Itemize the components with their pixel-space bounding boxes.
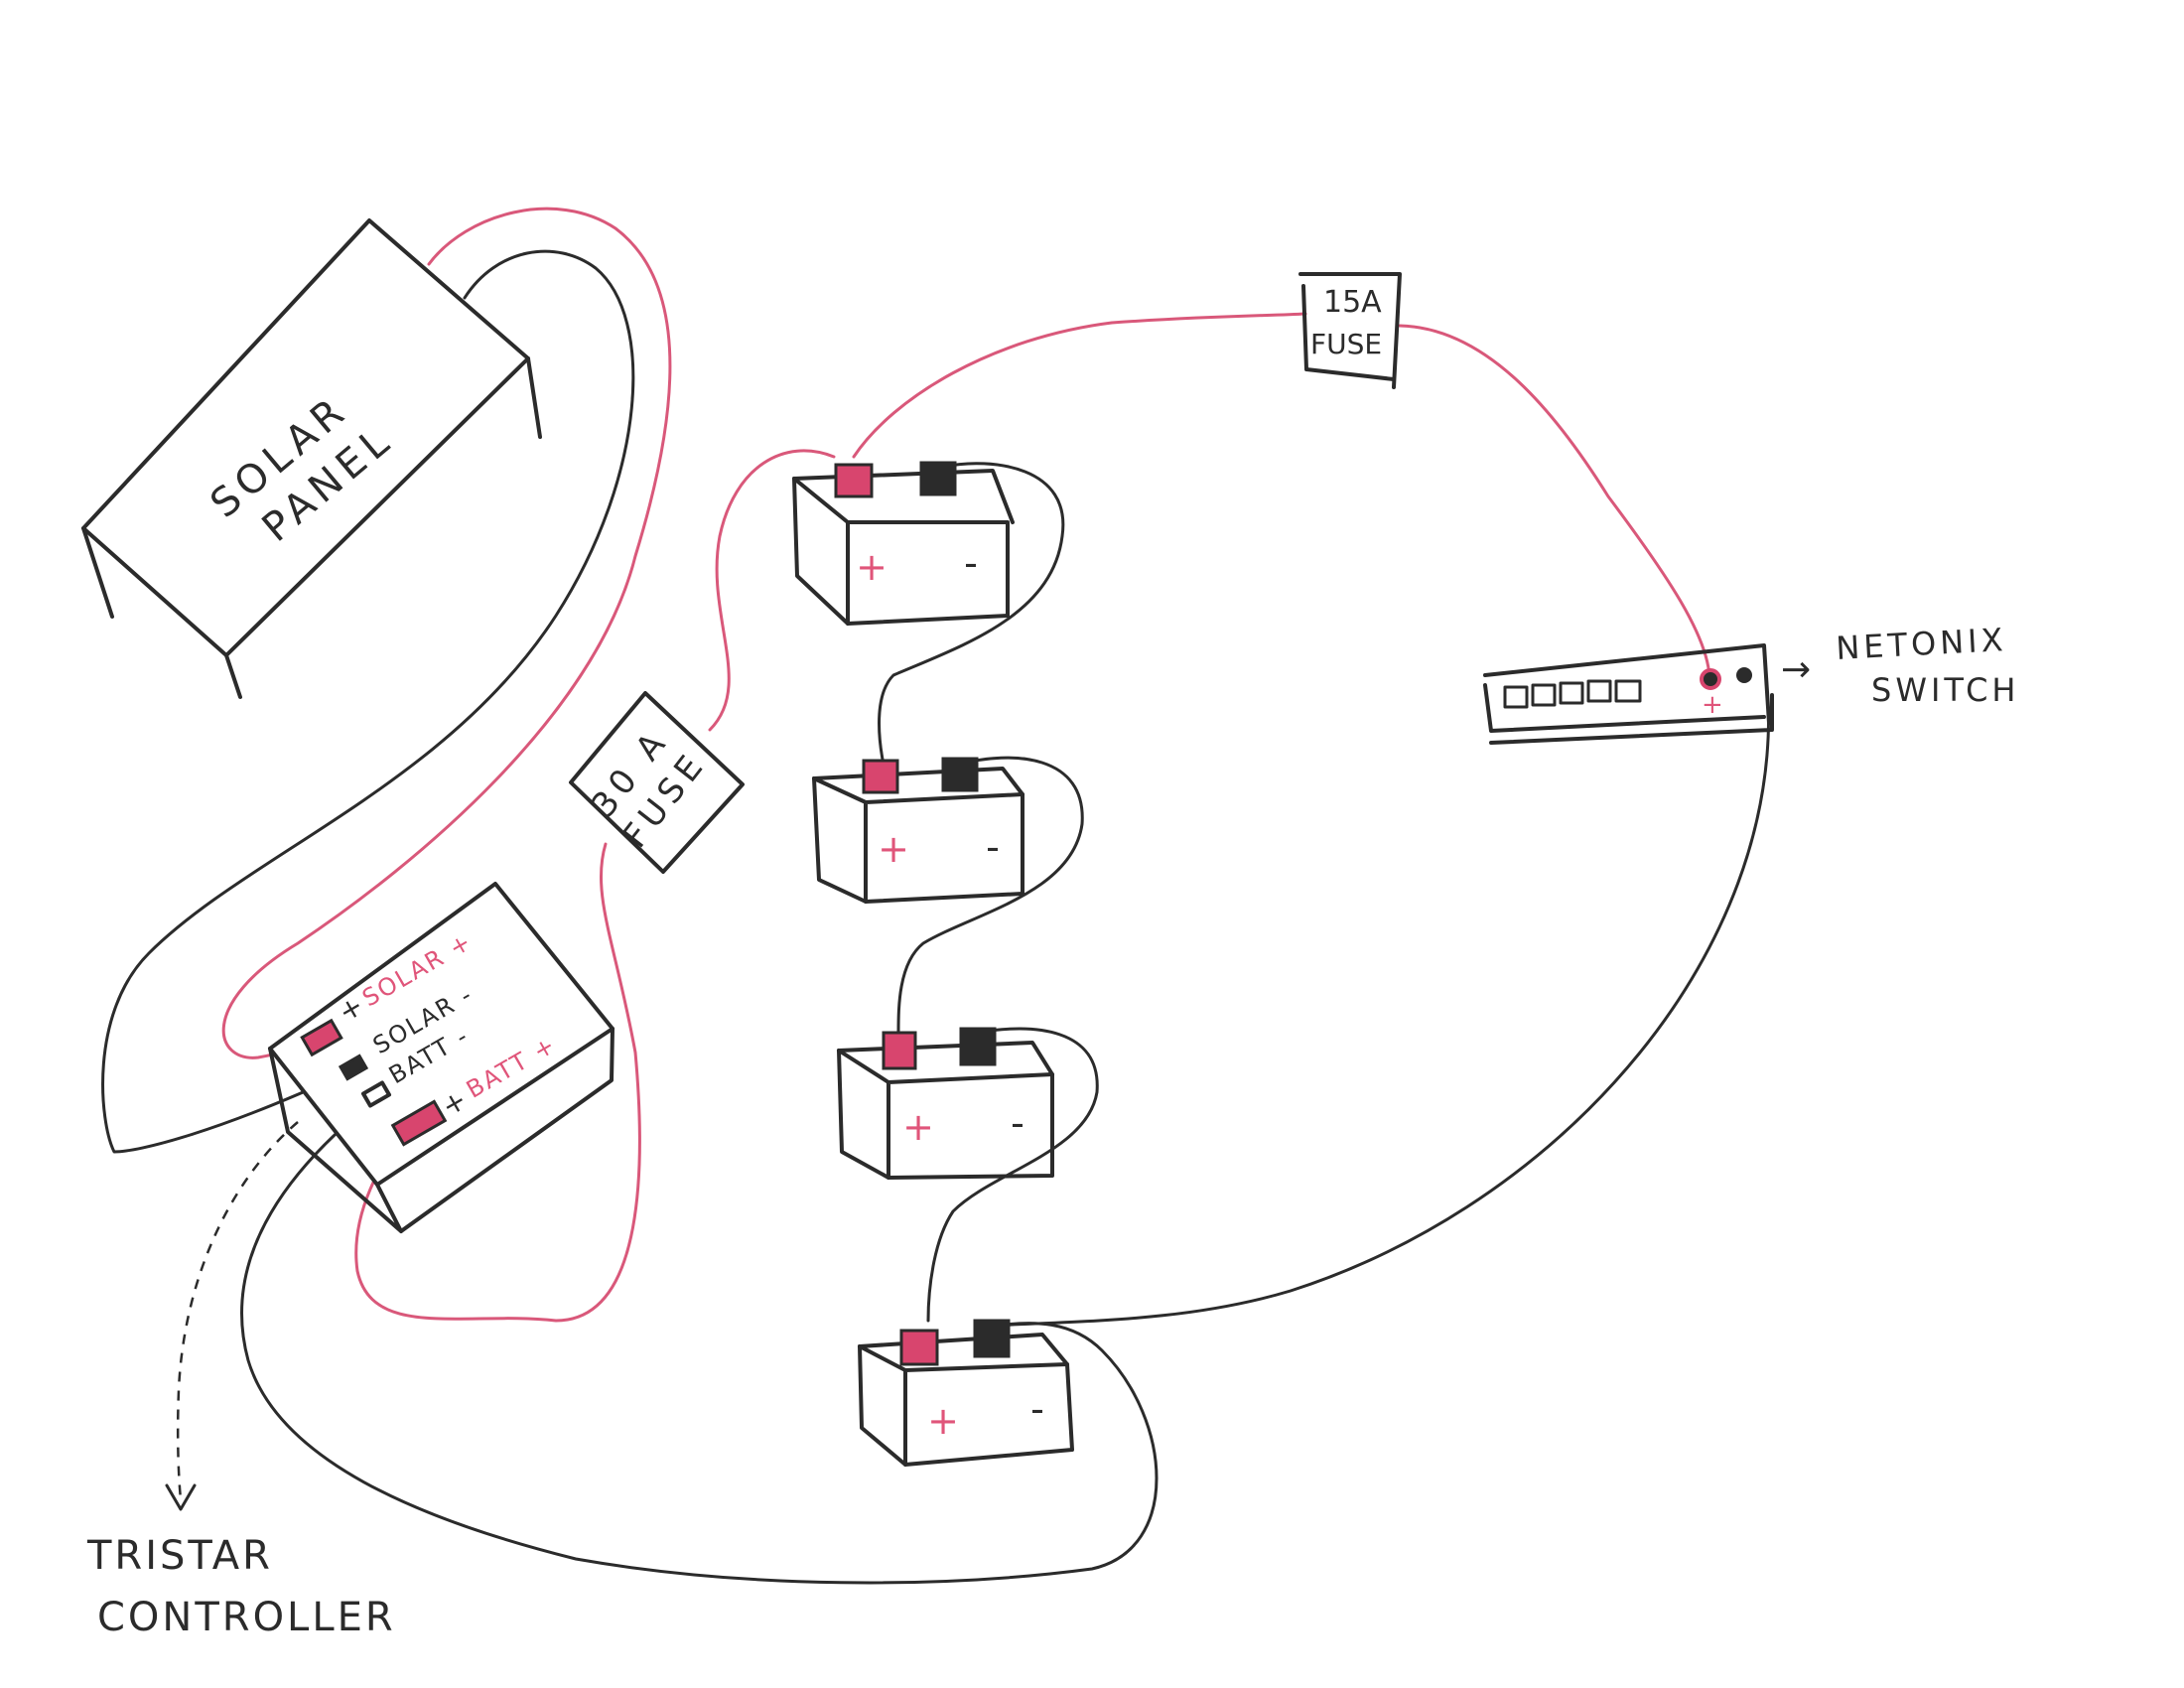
battery: + -	[792, 461, 1015, 626]
battery-plus-sign: +	[878, 827, 909, 871]
battery-minus-sign: -	[986, 825, 1000, 869]
battery-terminal-positive	[834, 463, 874, 498]
solar-panel: SOLAR PANEL	[81, 218, 542, 699]
controller-pointer-arrowhead-icon	[165, 1483, 197, 1511]
solar-panel-leg	[81, 526, 114, 619]
battery-body	[812, 767, 1024, 796]
netonix-switch: + → NETONIX SWITCH	[1483, 621, 2019, 745]
battery-terminal-negative	[919, 461, 957, 496]
battery-body	[812, 776, 1024, 904]
ethernet-port-icon	[1559, 681, 1584, 705]
fuse-15a-body	[1298, 272, 1402, 389]
wire-battery1-to-fuse15	[852, 312, 1307, 459]
battery-body	[837, 1049, 1054, 1180]
controller-front	[399, 1027, 614, 1233]
wire-fuse15-to-switch	[1398, 324, 1711, 679]
battery-minus-sign: -	[1011, 1101, 1024, 1145]
controller-pointer-dashed	[176, 1121, 299, 1500]
battery-minus-sign: -	[1030, 1387, 1044, 1431]
switch-label-line1: NETONIX	[1835, 621, 2007, 667]
wire-fuse30-to-battery1	[708, 449, 836, 732]
battery-body	[792, 477, 1010, 626]
ethernet-port-icon	[1586, 679, 1612, 703]
battery-minus-sign: -	[964, 541, 978, 585]
switch-label-line2: SWITCH	[1871, 671, 2019, 709]
wire-solar-positive	[221, 207, 672, 1059]
battery-body	[792, 469, 1015, 524]
controller-terminal-solar-positive	[300, 1018, 343, 1057]
switch-terminal-positive	[1700, 668, 1721, 690]
switch-terminal-negative	[1736, 667, 1752, 683]
battery-terminal-positive	[899, 1329, 939, 1366]
ethernet-port-icon	[1614, 679, 1642, 703]
wire-solar-negative	[101, 249, 635, 1154]
wire-series-2-3	[896, 756, 1084, 1035]
switch-body	[1483, 683, 1766, 733]
fuse-15a: 15A FUSE	[1298, 272, 1402, 389]
controller-terminal-batt-positive	[390, 1099, 448, 1147]
wire-series-1-2	[878, 462, 1065, 767]
battery-terminal-positive	[882, 1031, 917, 1070]
switch-ports	[1503, 679, 1642, 709]
battery-terminal-negative	[973, 1319, 1011, 1358]
fuse-15a-label-line1: 15A	[1323, 285, 1382, 320]
battery: + -	[858, 1319, 1074, 1467]
battery-terminal-negative	[941, 757, 979, 792]
battery-body	[792, 477, 850, 626]
controller-terminal-batt-negative	[360, 1080, 392, 1108]
battery-body	[837, 1049, 890, 1180]
wire-batt-positive	[354, 842, 641, 1323]
controller-side	[268, 1047, 403, 1233]
battery-plus-sign: +	[856, 545, 887, 589]
wire-batt-negative	[240, 1100, 1159, 1585]
switch-body	[1489, 693, 1774, 745]
battery-terminal-negative	[959, 1027, 997, 1066]
ethernet-port-icon	[1531, 683, 1557, 707]
battery-plus-sign: +	[927, 1399, 959, 1443]
tristar-controller: + SOLAR + SOLAR - BATT - + BATT +	[268, 882, 614, 1233]
solar-panel-leg	[526, 356, 542, 439]
battery-plus-sign: +	[902, 1105, 934, 1149]
battery-terminal-positive	[862, 759, 899, 794]
controller-caption-line2: CONTROLLER	[97, 1595, 396, 1640]
solar-panel-leg	[224, 653, 242, 699]
ethernet-port-icon	[1503, 685, 1529, 709]
fuse-15a-label-line2: FUSE	[1310, 328, 1382, 360]
battery-body	[858, 1344, 1074, 1467]
switch-body	[1483, 643, 1771, 725]
fuse-30a-body	[569, 691, 745, 874]
switch-arrow-icon: →	[1781, 649, 1811, 690]
battery: + -	[837, 1027, 1054, 1180]
battery-body	[812, 776, 868, 904]
fuse-15a-body	[1301, 284, 1396, 381]
switch-plus-mark: +	[1702, 690, 1723, 720]
battery-body	[858, 1344, 907, 1467]
controller-caption-line1: TRISTAR	[86, 1533, 273, 1579]
battery-body	[858, 1333, 1069, 1366]
battery: + -	[812, 757, 1024, 904]
wire-battery4-to-switch	[991, 693, 1770, 1328]
controller-terminal-solar-negative	[338, 1054, 369, 1081]
